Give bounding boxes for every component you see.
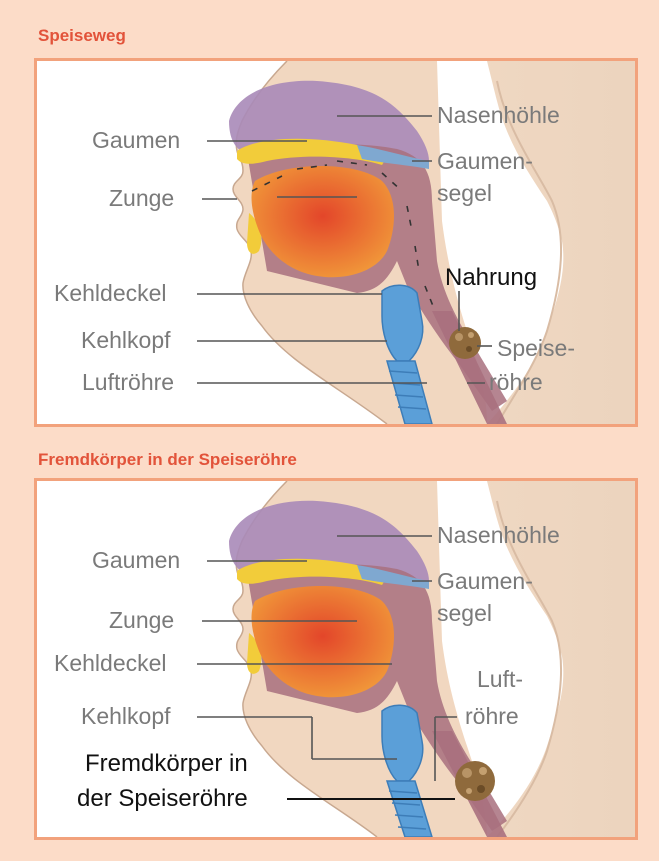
section-title-fremdkoerper: Fremdkörper in der Speiseröhre (38, 450, 297, 470)
label-fremdkoerper-1: Fremdkörper in (85, 750, 248, 777)
label-fremdkoerper-2: der Speiseröhre (77, 785, 248, 812)
label-luftroehre-2: röhre (465, 703, 519, 729)
label-zunge: Zunge (109, 185, 174, 211)
label-nahrung: Nahrung (445, 264, 537, 291)
label-nasenhoehle: Nasenhöhle (437, 102, 560, 128)
label-speiseroehre-2: röhre (489, 369, 543, 395)
label-speiseroehre-1: Speise- (497, 335, 575, 361)
label-gaumensegel-2: segel (437, 600, 492, 626)
section-title-speiseweg: Speiseweg (38, 26, 126, 46)
label-gaumensegel-1: Gaumen- (437, 568, 533, 594)
label-gaumensegel-1: Gaumen- (437, 148, 533, 174)
label-gaumen: Gaumen (92, 547, 180, 573)
speiseweg-diagram: Nasenhöhle Gaumen Gaumen- segel Zunge Na… (37, 61, 635, 424)
label-gaumen: Gaumen (92, 127, 180, 153)
label-luftroehre-1: Luft- (477, 666, 523, 692)
label-kehldeckel: Kehldeckel (54, 650, 167, 676)
label-kehlkopf: Kehlkopf (81, 327, 171, 353)
label-kehldeckel: Kehldeckel (54, 280, 167, 306)
label-kehlkopf: Kehlkopf (81, 703, 171, 729)
label-gaumensegel-2: segel (437, 180, 492, 206)
foreign-body (455, 761, 495, 801)
food-bolus (449, 327, 481, 359)
label-zunge: Zunge (109, 607, 174, 633)
label-nasenhoehle: Nasenhöhle (437, 522, 560, 548)
label-luftroehre: Luftröhre (82, 369, 174, 395)
panel-fremdkoerper: Nasenhöhle Gaumen Gaumen- Zunge segel Ke… (34, 478, 638, 840)
fremdkoerper-diagram: Nasenhöhle Gaumen Gaumen- Zunge segel Ke… (37, 481, 635, 837)
panel-speiseweg: Nasenhöhle Gaumen Gaumen- segel Zunge Na… (34, 58, 638, 427)
